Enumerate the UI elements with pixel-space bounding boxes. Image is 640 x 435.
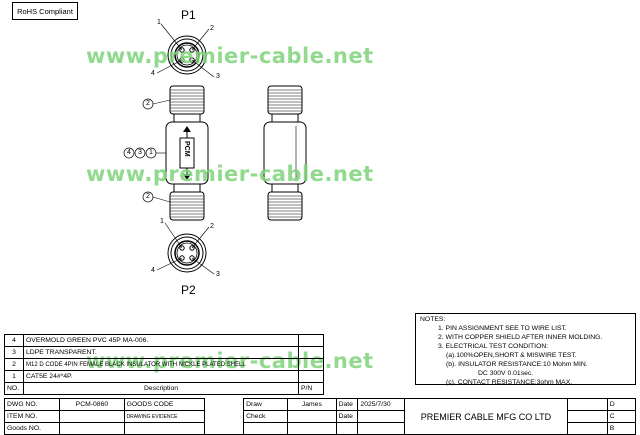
bom-no: 3 xyxy=(4,346,24,359)
table-row: 1 CAT5E 24#*4P. xyxy=(4,370,324,383)
bom-no: 1 xyxy=(4,370,24,383)
bom-no: 2 xyxy=(4,358,24,371)
p2-pin-3: 3 xyxy=(216,271,220,278)
p1-label: P1 xyxy=(181,8,196,22)
note-line: 3. ELECTRICAL TEST CONDITION: xyxy=(438,343,549,350)
note-line: (c). CONTACT RESISTANCE:3ohm MAX. xyxy=(446,379,573,386)
bom-header-pn: P/N xyxy=(298,382,324,395)
notes-box: NOTES: 1. PIN ASSIGNMENT SEE TO WIRE LIS… xyxy=(415,313,636,386)
bom-desc: OVERMOLD GREEN PVC 45P MA-006. xyxy=(23,334,299,347)
p1-face xyxy=(156,23,215,78)
p1-pin-4: 4 xyxy=(151,70,155,77)
notes-title: NOTES: xyxy=(420,316,446,323)
table-row: 2 M12 D CODE 4PIN FEMALE BLACK INSULATOR… xyxy=(4,358,324,371)
table-row: 3 LDPE TRANSPARENT. xyxy=(4,346,324,359)
date-value: 2025/7/30 xyxy=(357,398,405,411)
date-label: Date xyxy=(335,398,359,411)
bom-header-desc: Description xyxy=(23,382,299,395)
p1-pin-3: 3 xyxy=(216,73,220,80)
bom-pn xyxy=(298,346,324,359)
bom-table: 4 OVERMOLD GREEN PVC 45P MA-006. 3 LDPE … xyxy=(4,334,324,395)
company-name: PREMIER CABLE MFG CO LTD xyxy=(403,398,569,435)
side-assembly xyxy=(263,85,307,221)
pcm-mark: PCM xyxy=(183,141,190,157)
table-header-row: NO. Description P/N xyxy=(4,382,324,395)
note-line: (a).100%OPEN,SHORT & MISWIRE TEST. xyxy=(446,352,577,359)
watermark-1: www.premier-cable.net xyxy=(86,44,374,68)
callout-2-bottom: 2 xyxy=(146,193,150,200)
note-line: DC 300V 0.01sec. xyxy=(478,370,534,377)
bom-pn xyxy=(298,334,324,347)
title-block: DWG NO. PCM-0860 GOODS CODE Draw James D… xyxy=(3,398,637,435)
p2-label: P2 xyxy=(181,283,196,297)
bom-desc: LDPE TRANSPARENT. xyxy=(23,346,299,359)
bom-header-no: NO. xyxy=(4,382,24,395)
dwg-no-label: DWG NO. xyxy=(3,398,61,411)
dwg-no-value: PCM-0860 xyxy=(59,398,125,411)
drawing-evidence: DRAWING EVIDENCE xyxy=(123,410,205,423)
bom-desc: CAT5E 24#*4P. xyxy=(23,370,299,383)
draw-label: Draw xyxy=(243,398,289,411)
check-label: Check xyxy=(243,410,289,423)
p2-pin-2: 2 xyxy=(210,223,214,230)
bom-desc: M12 D CODE 4PIN FEMALE BLACK INSULATOR W… xyxy=(23,358,299,371)
note-line: 2. WITH COPPER SHIELD AFTER INNER MOLDIN… xyxy=(438,334,603,341)
note-line: 1. PIN ASSIGNMENT SEE TO WIRE LIST. xyxy=(438,325,567,332)
bom-pn xyxy=(298,370,324,383)
bom-pn xyxy=(298,358,324,371)
callout-4: 4 xyxy=(127,149,131,156)
callout-3: 3 xyxy=(138,149,142,156)
front-assembly xyxy=(152,85,209,221)
p2-pin-4: 4 xyxy=(151,267,155,274)
watermark-2: www.premier-cable.net xyxy=(86,162,374,186)
callout-1: 1 xyxy=(149,149,153,156)
note-line: (b). INSULATOR RESISTANCE:10 Mohm MIN. xyxy=(446,361,588,368)
table-row: 4 OVERMOLD GREEN PVC 45P MA-006. xyxy=(4,334,324,347)
callout-2-top: 2 xyxy=(146,100,150,107)
rohs-label: RoHS Compliant xyxy=(12,2,78,20)
rev-d: D xyxy=(606,398,637,411)
p1-pin-2: 2 xyxy=(210,25,214,32)
bom-no: 4 xyxy=(4,334,24,347)
p1-pin-1: 1 xyxy=(157,19,161,26)
goods-code-label: GOODS CODE xyxy=(123,398,205,411)
p2-pin-1: 1 xyxy=(160,218,164,225)
date2-label: Date xyxy=(335,410,359,423)
p2-face xyxy=(156,222,215,275)
rev-c: C xyxy=(606,410,637,423)
item-no-label: ITEM NO. xyxy=(3,410,61,423)
draw-name: James xyxy=(287,398,337,411)
